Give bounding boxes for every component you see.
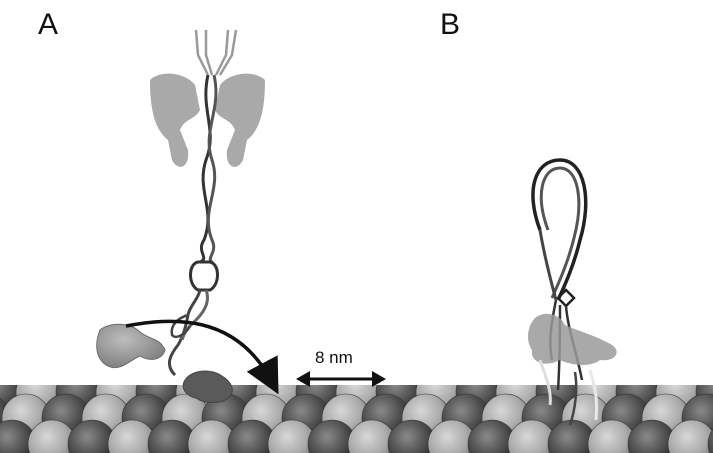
scale-bar: [296, 371, 386, 387]
panel-label-a: A: [38, 10, 58, 40]
kinesin-panel-a: [97, 30, 272, 403]
tubulin-lattice: [0, 368, 713, 453]
panel-label-b: B: [440, 10, 460, 40]
microtubule: [0, 368, 713, 453]
scale-bar-label: 8 nm: [315, 349, 353, 366]
